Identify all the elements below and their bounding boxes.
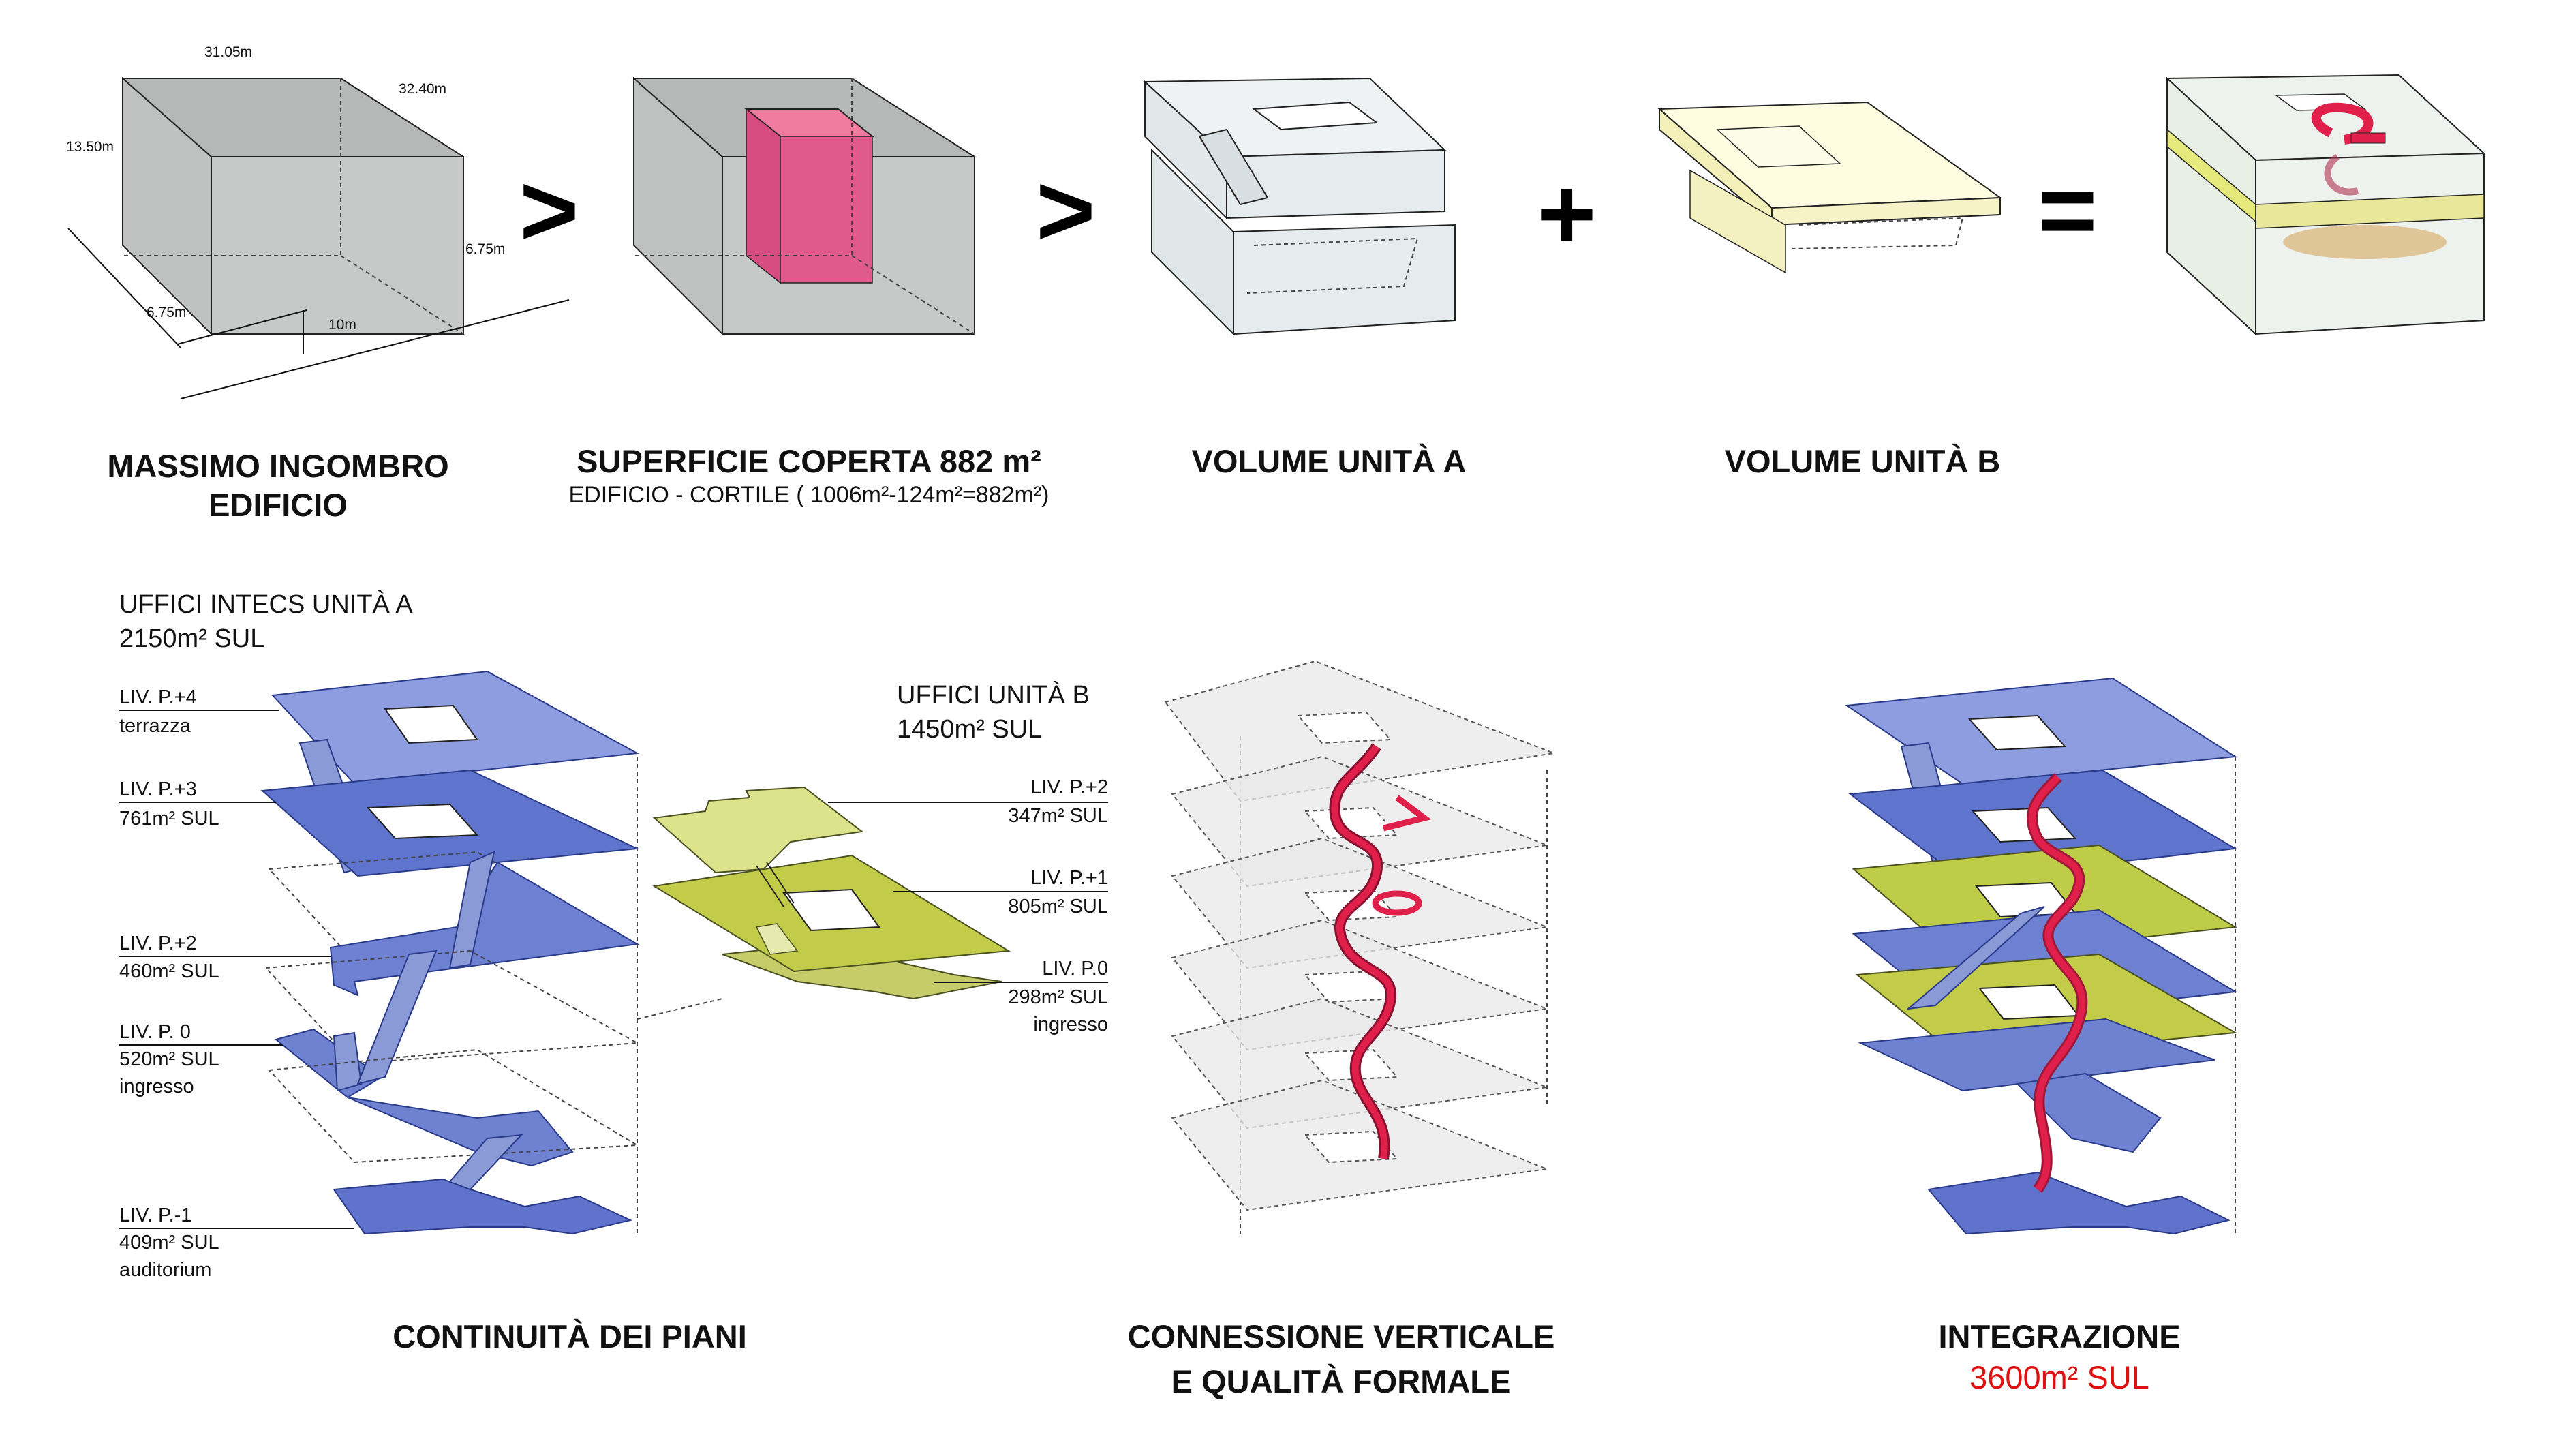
caption-connessione-line1: CONNESSIONE VERTICALE — [1128, 1318, 1555, 1354]
volume-unit-b — [1657, 101, 2002, 274]
unit-a-level-0-name: LIV. P. 0 — [119, 1021, 191, 1043]
unit-b-stack — [652, 786, 1011, 1000]
unit-a-level-m1-detail: 409m² SUL — [119, 1232, 219, 1254]
dim-width: 31.05m — [204, 44, 252, 60]
caption-massimo-line1: MASSIMO INGOMBRO — [107, 448, 448, 484]
unit-b-sul: 1450m² SUL — [897, 715, 1042, 744]
caption-connessione-line2: E QUALITÀ FORMALE — [1171, 1363, 1512, 1399]
operator-greater-1: > — [519, 153, 579, 267]
operator-plus: + — [1537, 156, 1597, 271]
unit-a-level-m1-name: LIV. P.-1 — [119, 1204, 191, 1226]
vertical-connection-stack — [1164, 660, 1557, 1234]
unit-a-level-4-name: LIV. P.+4 — [119, 686, 197, 708]
dim-depth: 32.40m — [399, 81, 446, 97]
caption-superficie-sub: EDIFICIO - CORTILE ( 1006m²-124m²=882m²) — [568, 482, 1049, 508]
unit-b-level-labels: LIV. P.+2 347m² SUL LIV. P.+1 805m² SUL … — [828, 776, 1108, 1035]
unit-a-level-4-detail: terrazza — [119, 715, 191, 737]
dimension-lines — [67, 228, 570, 399]
unit-a-level-m1-extra: auditorium — [119, 1259, 211, 1281]
caption-superficie-title: SUPERFICIE COPERTA 882 m² — [577, 443, 1041, 479]
caption-massimo-line2: EDIFICIO — [209, 487, 348, 523]
unit-a-heading: UFFICI INTECS UNITÀ A — [119, 590, 413, 619]
unit-a-level-0-detail: 520m² SUL — [119, 1048, 219, 1070]
unit-a-sul: 2150m² SUL — [119, 624, 264, 653]
unit-a-level-2-name: LIV. P.+2 — [119, 932, 197, 954]
unit-a-level-0-extra: ingresso — [119, 1076, 194, 1097]
unit-a-level-labels: LIV. P.+4 terrazza LIV. P.+3 761m² SUL L… — [119, 686, 354, 1281]
dim-offset-left: 6.75m — [147, 305, 186, 320]
operator-greater-2: > — [1036, 153, 1096, 267]
caption-integrazione-value: 3600m² SUL — [1969, 1359, 2149, 1395]
unit-b-level-1-detail: 805m² SUL — [1008, 896, 1108, 917]
massing-box-gray — [121, 76, 466, 336]
volume-unit-a — [1143, 77, 1456, 336]
caption-volume-b: VOLUME UNITÀ B — [1725, 443, 2001, 479]
caption-continuita: CONTINUITÀ DEI PIANI — [393, 1318, 747, 1354]
unit-a-level-3-detail: 761m² SUL — [119, 808, 219, 830]
dim-height: 13.50m — [66, 139, 114, 155]
caption-integrazione: INTEGRAZIONE — [1938, 1318, 2180, 1354]
unit-a-level-2-detail: 460m² SUL — [119, 960, 219, 982]
operator-equals: = — [2038, 153, 2098, 267]
unit-b-heading: UFFICI UNITÀ B — [897, 680, 1090, 710]
integration-stack — [1845, 677, 2238, 1235]
dim-gap: 10m — [328, 317, 356, 333]
caption-volume-a: VOLUME UNITÀ A — [1192, 443, 1467, 479]
unit-b-level-1-name: LIV. P.+1 — [1030, 867, 1108, 889]
dim-offset-right: 6.75m — [465, 241, 505, 257]
unit-b-level-2-detail: 347m² SUL — [1008, 805, 1108, 827]
unit-b-level-0-extra: ingresso — [1033, 1014, 1108, 1035]
unit-b-level-0-name: LIV. P.0 — [1042, 958, 1108, 980]
massing-box-courtyard — [632, 76, 977, 336]
unit-b-level-2-name: LIV. P.+2 — [1030, 776, 1108, 798]
unit-a-stack — [260, 670, 640, 1235]
unit-a-level-3-name: LIV. P.+3 — [119, 778, 197, 800]
unit-link-line — [637, 998, 723, 1020]
unit-b-level-0-detail: 298m² SUL — [1008, 986, 1108, 1008]
volume-integrated — [2165, 74, 2486, 336]
